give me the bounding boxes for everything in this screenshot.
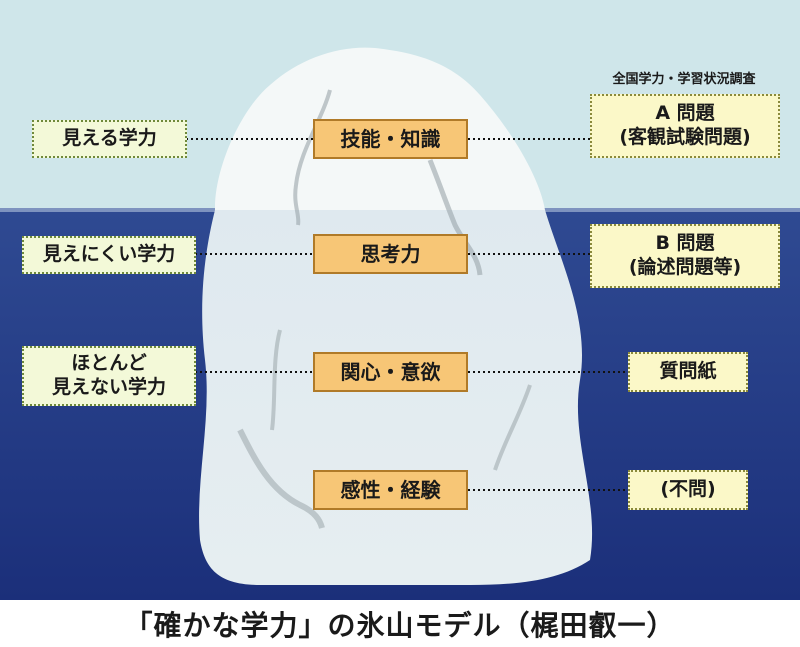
iceberg-crack [270, 329, 282, 431]
less-visible-ability-label: 見えにくい学力 [22, 236, 196, 274]
iceberg-body [199, 210, 593, 585]
left-label-line: 見えない学力 [51, 376, 166, 398]
interest-motivation-box: 関心・意欲 [313, 352, 468, 392]
thinking-ability-box: 思考力 [313, 234, 468, 274]
left-label-line: 見えにくい学力 [42, 243, 176, 266]
questionnaire-label: 質問紙 [628, 352, 748, 392]
skills-knowledge-box: 技能・知識 [313, 119, 468, 159]
right-label-line: (客観試験問題) [619, 126, 751, 148]
iceberg-illustration [0, 0, 800, 600]
iceberg-crack [427, 159, 483, 276]
left-label-line: ほとんど [71, 352, 147, 375]
not-asked-label: (不問) [628, 470, 748, 510]
diagram-title: 「確かな学力」の氷山モデル（梶田叡一） [124, 609, 676, 642]
iceberg-crack [293, 89, 332, 226]
a-problem-label: A 問題 (客観試験問題) [590, 94, 780, 158]
b-problem-label: B 問題 (論述問題等) [590, 224, 780, 288]
left-label-line: 見える学力 [62, 127, 157, 150]
right-label-line: (論述問題等) [628, 256, 742, 278]
right-label-line: 質問紙 [659, 360, 717, 383]
almost-invisible-ability-label: ほとんど 見えない学力 [22, 346, 196, 406]
right-label-line: B 問題 [655, 232, 715, 255]
survey-label: 全国学力・学習状況調査 [612, 72, 756, 87]
right-label-line: A 問題 [655, 102, 715, 125]
right-label-line: (不問) [660, 478, 716, 501]
sensibility-experience-box: 感性・経験 [313, 470, 468, 510]
visible-ability-label: 見える学力 [32, 120, 187, 158]
iceberg-crack [493, 384, 532, 471]
iceberg-crack [237, 428, 325, 529]
